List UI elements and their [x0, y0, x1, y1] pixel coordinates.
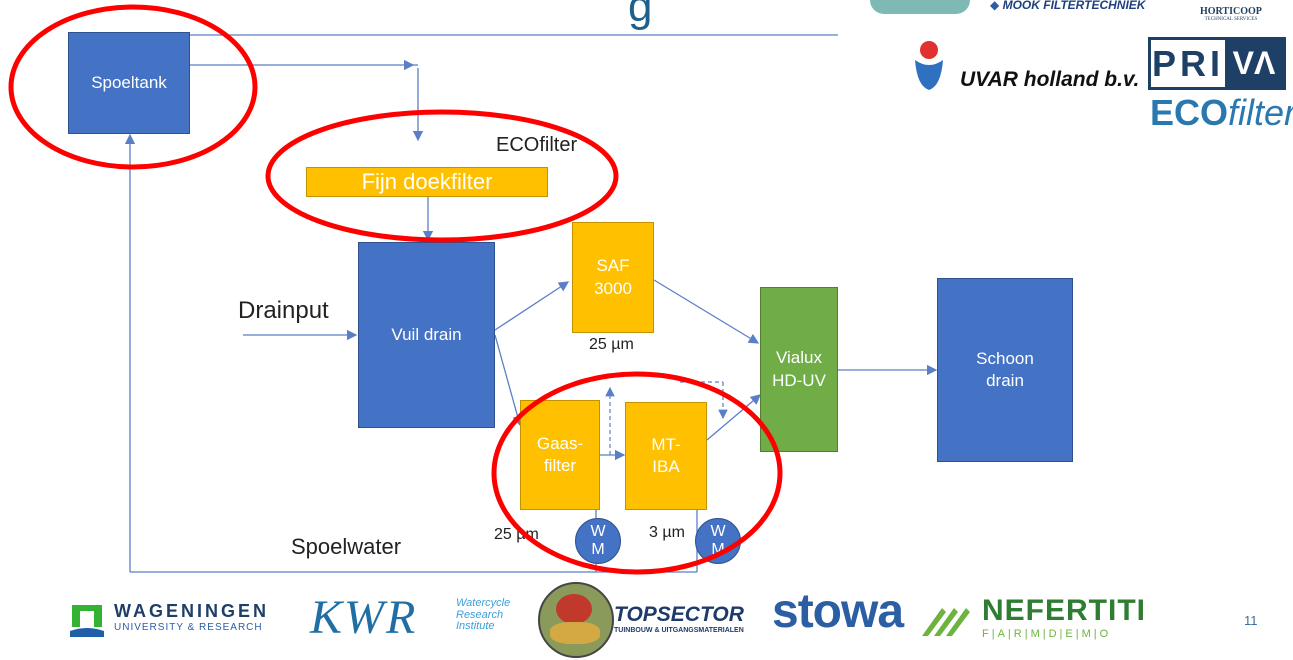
vuil-drain-label: Vuil drain — [391, 324, 462, 344]
horticoop-subtext: TECHNICAL SERVICES — [1204, 17, 1258, 22]
uvar-logo: UVAR holland b.v. — [960, 68, 1140, 91]
highlight-ecofilter — [265, 109, 619, 243]
fijn-doekfilter-box: Fijn doekfilter — [306, 167, 548, 197]
vialux-label: Vialux HD-UV — [772, 348, 826, 390]
topsector-icon — [538, 582, 614, 658]
page-number: 11 — [1244, 613, 1258, 628]
spoelwater-label: Spoelwater — [291, 534, 402, 559]
wageningen-logo: WAGENINGEN UNIVERSITY & RESEARCH — [114, 601, 269, 633]
wageningen-text: WAGENINGEN — [114, 601, 270, 621]
ecofilter-logo: ECOfilter — [1150, 92, 1293, 134]
mt-iba-label: MT-IBA — [651, 434, 681, 476]
kwr-subtext-3: Institute — [456, 620, 495, 633]
priva-text-2: VΛ — [1225, 40, 1283, 87]
nefertiti-text: NEFERTITI — [982, 594, 1146, 627]
gaasfilter-label: Gaas-filter — [536, 433, 584, 475]
spoeltank-box: Spoeltank — [68, 32, 190, 134]
horticoop-logo: HORTICOOP TECHNICAL SERVICES — [1200, 6, 1262, 22]
saf-micron-label: 25 µm — [589, 336, 634, 353]
priva-logo: PRI VΛ — [1148, 37, 1286, 90]
mook-text: MOOK FILTERTECHNIEK — [1002, 0, 1146, 12]
topsector-logo: TOPSECTOR TUINBOUW & UITGANGSMATERIALEN — [614, 603, 744, 634]
schoon-drain-label: Schoon drain — [976, 348, 1034, 390]
slide-title-fragment: g — [628, 0, 653, 31]
spoeltank-label: Spoeltank — [91, 72, 167, 92]
kwr-subtext: Watercycle Research Institute — [456, 597, 511, 633]
drainput-label: Drainput — [238, 297, 329, 324]
topsector-subtext: TUINBOUW & UITGANGSMATERIALEN — [614, 627, 744, 634]
fijn-doekfilter-label: Fijn doekfilter — [361, 168, 493, 194]
topsector-text: TOPSECTOR — [614, 603, 744, 626]
schoon-drain-box: Schoon drain — [937, 278, 1073, 462]
mook-logo: ◆ MOOK FILTERTECHNIEK — [990, 0, 1145, 12]
gaasfilter-box: Gaas-filter — [520, 400, 600, 510]
wm-meter-1-label: W M — [590, 523, 606, 558]
uvar-icon — [905, 38, 953, 94]
kwr-subtext-1: Watercycle — [456, 597, 511, 609]
nefertiti-logo: NEFERTITI F|A|R|M|D|E|M|O — [982, 594, 1146, 640]
saf-box: SAF 3000 — [572, 222, 654, 333]
highlight-gaas-mt — [491, 371, 783, 575]
kwr-subtext-2: Research — [456, 608, 504, 621]
ecofilter-logo-bold: ECO — [1150, 92, 1229, 133]
priva-text-1: PRI — [1151, 40, 1225, 87]
wm-meter-1: W M — [575, 518, 621, 564]
mt-iba-micron-label: 3 µm — [649, 524, 685, 541]
horticoop-text: HORTICOOP — [1200, 6, 1262, 17]
nefertiti-subtext: F|A|R|M|D|E|M|O — [982, 628, 1112, 640]
ecofilter-logo-italic: filter — [1228, 92, 1293, 133]
vialux-box: Vialux HD-UV — [760, 287, 838, 452]
nefertiti-icon — [920, 596, 974, 638]
stowa-logo: stowa — [772, 585, 904, 638]
partner-logo-fragment — [870, 0, 970, 14]
ecofilter-label: ECOfilter — [496, 134, 578, 156]
kwr-logo: KWR — [310, 591, 418, 644]
mook-icon: ◆ — [990, 0, 1000, 12]
vuil-drain-box: Vuil drain — [358, 242, 495, 428]
highlight-spoeltank — [8, 4, 258, 170]
wageningen-icon — [68, 599, 106, 637]
mt-iba-box: MT-IBA — [625, 402, 707, 510]
wageningen-subtext: UNIVERSITY & RESEARCH — [114, 622, 263, 633]
saf-label: SAF 3000 — [594, 256, 632, 298]
